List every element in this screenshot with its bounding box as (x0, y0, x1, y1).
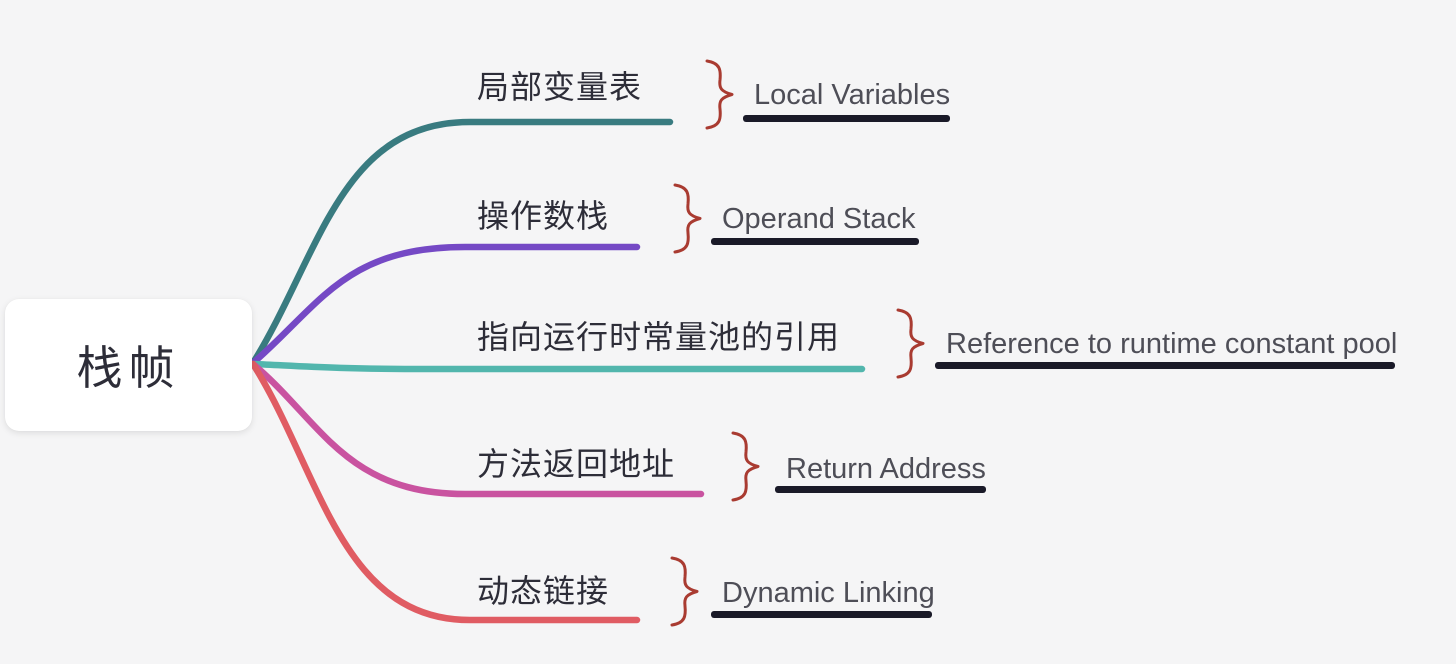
brace-icon (705, 59, 734, 130)
branch-node-operand-stack[interactable]: 操作数栈 (477, 198, 610, 234)
branch-node-local-variables[interactable]: 局部变量表 (477, 69, 643, 105)
subnode-return-address[interactable]: Return Address (786, 453, 986, 485)
branch-node-runtime-constant-pool[interactable]: 指向运行时常量池的引用 (477, 319, 841, 355)
root-node-label: 栈帧 (76, 342, 181, 394)
brace-icon (673, 183, 702, 254)
branch-node-dynamic-linking[interactable]: 动态链接 (477, 573, 610, 609)
subnode-underline (935, 362, 1395, 369)
subnode-underline (711, 611, 932, 618)
branch-node-return-address[interactable]: 方法返回地址 (477, 446, 676, 482)
subnode-underline (711, 238, 919, 245)
brace-icon (896, 308, 925, 379)
branch-connector-dynamic-linking (249, 360, 641, 624)
branch-connector-local-variables (249, 118, 674, 367)
branch-connector-runtime-constant-pool (249, 360, 866, 373)
subnode-operand-stack[interactable]: Operand Stack (722, 203, 916, 235)
branch-connector-return-address (249, 360, 705, 498)
subnode-runtime-constant-pool[interactable]: Reference to runtime constant pool (946, 328, 1398, 360)
brace-icon (670, 556, 699, 627)
branch-connector-operand-stack (249, 243, 641, 367)
subnode-underline (743, 115, 950, 122)
brace-icon (731, 431, 760, 502)
root-node[interactable]: 栈帧 (5, 299, 252, 431)
subnode-underline (775, 486, 986, 493)
subnode-dynamic-linking[interactable]: Dynamic Linking (722, 577, 935, 609)
subnode-local-variables[interactable]: Local Variables (754, 79, 951, 111)
